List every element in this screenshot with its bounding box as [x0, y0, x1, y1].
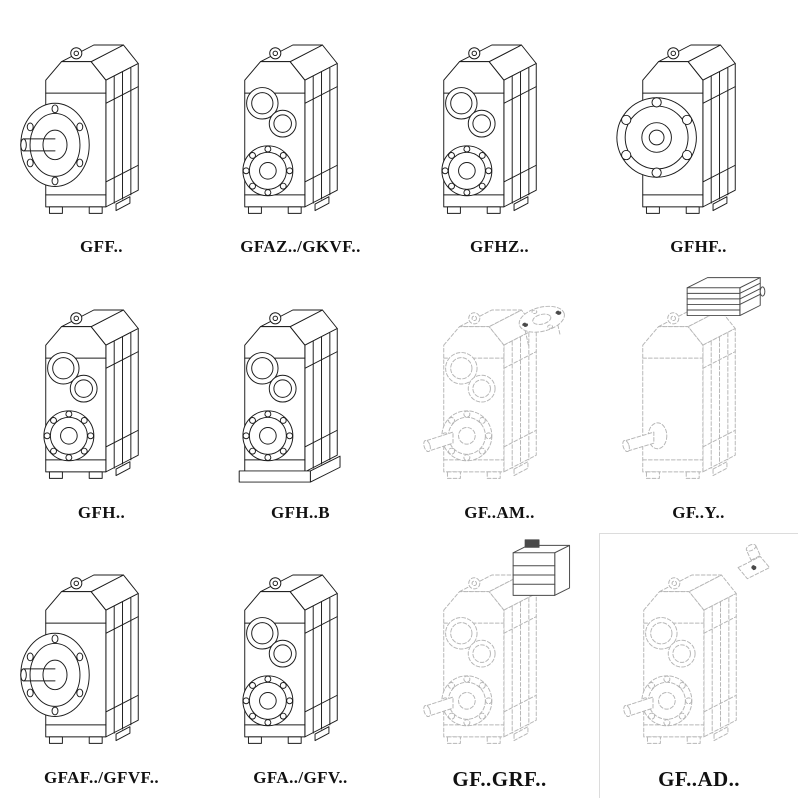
gearbox-label: GF..AM..	[464, 502, 535, 522]
gearbox-drawing	[201, 533, 400, 766]
gearbox-label: GF..AD..	[658, 767, 740, 791]
gearbox-label: GFH..	[77, 502, 126, 522]
gearbox-cell: GFH..B	[201, 267, 400, 532]
gearbox-drawing	[201, 267, 400, 500]
adapter-gearbox-icon	[621, 542, 770, 745]
gearbox-cell: GFHF..	[599, 2, 798, 267]
flange-front-gearbox-icon	[616, 44, 736, 214]
gearbox-drawing	[201, 2, 400, 235]
gearbox-label: GFHF..	[670, 237, 727, 257]
motor-side-gearbox-icon	[422, 539, 571, 744]
gearbox-cell: GF..AM..	[400, 267, 599, 532]
gearbox-label: GFA../GFV..	[253, 768, 348, 787]
gearbox-cell: GF..Y..	[599, 267, 798, 532]
gearbox-cell: GFAZ../GKVF..	[201, 2, 400, 267]
bores-base-gearbox-icon	[238, 309, 341, 483]
gearbox-drawing	[599, 2, 798, 235]
flange-gearbox-icon	[20, 44, 139, 214]
bores-gearbox-icon	[441, 44, 537, 214]
gearbox-cell: GFAF../GFVF..	[2, 533, 201, 798]
gearbox-cell: GFF..	[2, 2, 201, 267]
gearbox-label: GFF..	[80, 237, 123, 257]
gearbox-cell: GFHZ..	[400, 2, 599, 267]
gearbox-label: GF..GRF..	[452, 767, 547, 791]
motor-gearbox-icon	[621, 277, 766, 479]
gearbox-label: GFAF../GFVF..	[43, 768, 160, 787]
gearbox-drawing	[600, 534, 798, 765]
gearbox-cell: GFH..	[2, 267, 201, 532]
gearbox-drawing	[400, 533, 599, 765]
gearbox-cell: GF..GRF..	[400, 533, 599, 798]
gearbox-drawing	[400, 2, 599, 235]
gearbox-drawing	[599, 267, 798, 500]
gearbox-label: GF..Y..	[672, 502, 725, 522]
gearbox-drawing	[2, 267, 201, 500]
gearbox-drawing	[400, 267, 599, 500]
bores-gearbox-icon	[242, 574, 338, 745]
bores-gearbox-icon	[242, 44, 338, 214]
gearbox-drawing	[2, 2, 201, 235]
shaft-mount-gearbox-icon	[422, 301, 568, 479]
gearbox-cell: GFA../GFV..	[201, 533, 400, 798]
bores-gearbox-icon	[43, 309, 139, 479]
gearbox-label: GFH..B	[270, 502, 331, 522]
flange-gearbox-icon	[20, 574, 139, 745]
gearbox-drawing	[2, 533, 201, 766]
gearbox-cell: GF..AD..	[599, 532, 798, 798]
gearbox-label: GFAZ../GKVF..	[240, 237, 361, 257]
gearbox-label: GFHZ..	[469, 237, 530, 257]
